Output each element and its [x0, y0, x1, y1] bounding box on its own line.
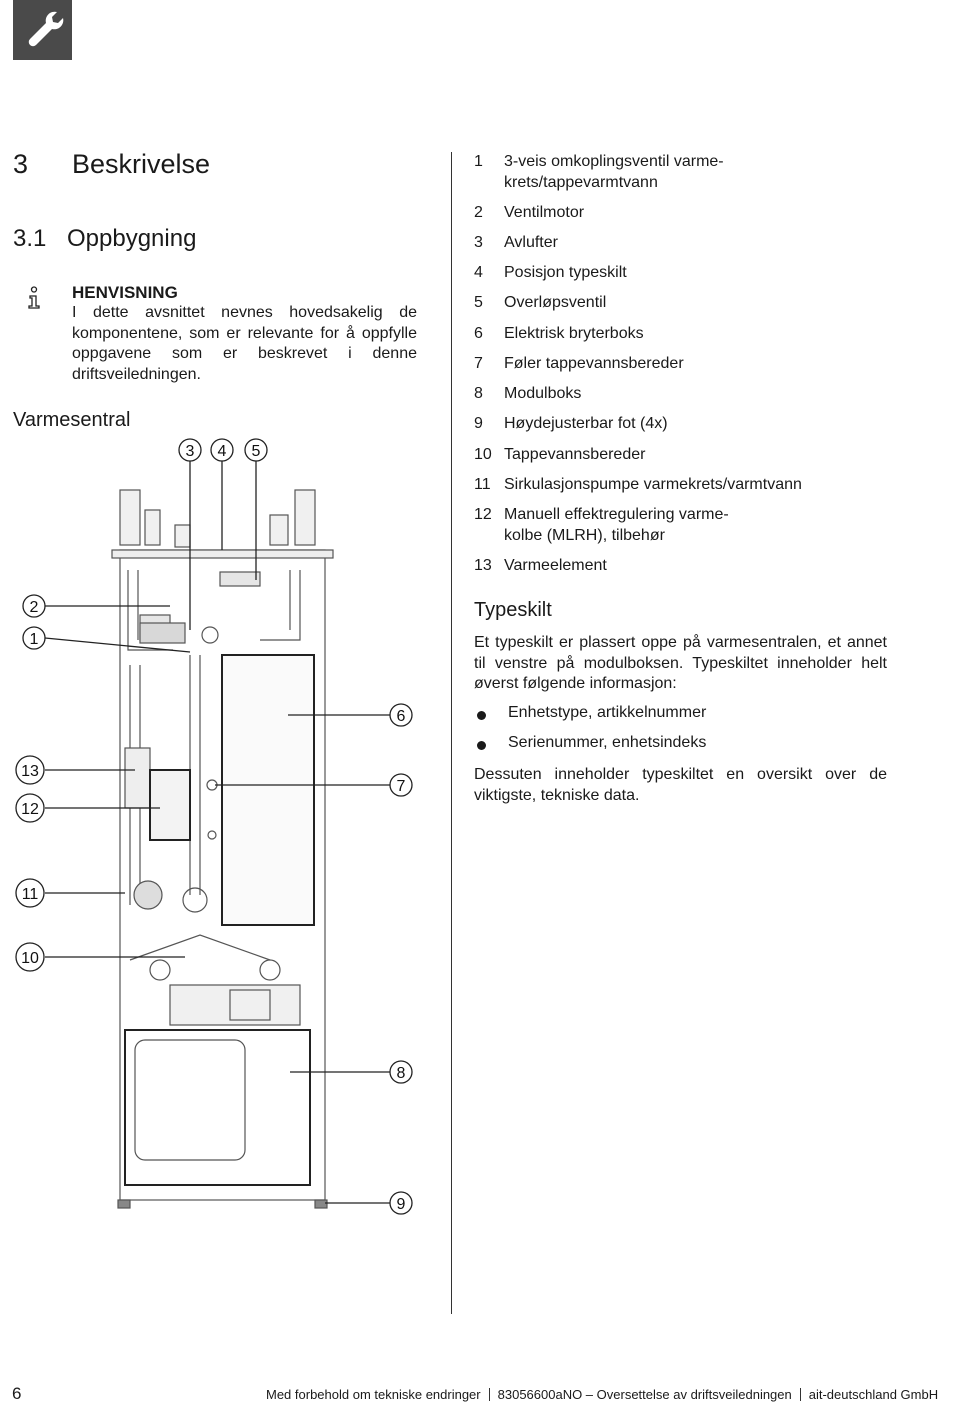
bullet-icon — [477, 741, 486, 750]
legend-number: 7 — [474, 355, 483, 372]
section-title: Oppbygning — [67, 225, 197, 252]
legend-text: Modulboks — [504, 385, 582, 402]
legend-text: Høydejusterbar fot (4x) — [504, 415, 668, 432]
callout-13: 13 — [15, 755, 45, 785]
legend-number: 10 — [474, 446, 492, 463]
heat-pump-diagram: 3 4 5 2 1 6 7 13 12 11 10 8 9 — [0, 430, 450, 1230]
callout-4: 4 — [210, 438, 234, 462]
page-number: 6 — [12, 1384, 22, 1403]
callout-1: 1 — [22, 626, 46, 650]
footer-company: ait-deutschland GmbH — [808, 1387, 939, 1402]
bullet-icon — [477, 711, 486, 720]
legend-number: 13 — [474, 557, 492, 574]
legend-number: 8 — [474, 385, 483, 402]
legend-text: Overløpsventil — [504, 294, 607, 311]
figure-label: Varmesentral — [13, 409, 131, 431]
legend-number: 6 — [474, 325, 483, 342]
legend-text: Elektrisk bryterboks — [504, 325, 644, 342]
typeskilt-intro: Et typeskilt er plassert oppe på varmese… — [474, 634, 887, 692]
legend-number: 11 — [474, 476, 491, 493]
legend-number: 4 — [474, 264, 483, 281]
note-body: I dette avsnittet nevnes hovedsakelig de… — [72, 304, 417, 383]
callout-12: 12 — [15, 793, 45, 823]
legend-text: Føler tappevannsbereder — [504, 355, 684, 372]
svg-text:10: 10 — [21, 950, 39, 967]
footer-separator — [799, 1388, 801, 1401]
section-number: 3.1 — [13, 225, 47, 252]
svg-text:3: 3 — [186, 443, 195, 460]
callout-6: 6 — [389, 703, 413, 727]
legend-number: 5 — [474, 294, 483, 311]
svg-text:12: 12 — [21, 801, 39, 818]
legend-number: 12 — [474, 506, 492, 523]
info-icon — [28, 286, 42, 315]
svg-text:11: 11 — [22, 886, 39, 903]
footer: Med forbehold om tekniske endringer 83056… — [266, 1387, 938, 1402]
chapter-number: 3 — [13, 149, 29, 179]
legend-text: Posisjon typeskilt — [504, 264, 627, 281]
note-title: HENVISNING — [72, 283, 178, 302]
footer-notice: Med forbehold om tekniske endringer — [266, 1387, 481, 1402]
legend-text: Tappevannsbereder — [504, 446, 646, 463]
svg-text:1: 1 — [30, 631, 39, 648]
legend-number: 9 — [474, 415, 483, 432]
callout-7: 7 — [389, 773, 413, 797]
callout-11: 11 — [15, 878, 45, 908]
svg-text:9: 9 — [397, 1196, 406, 1213]
svg-text:8: 8 — [397, 1065, 406, 1082]
legend-text: Manuell effektregulering varme- — [504, 506, 729, 523]
legend-text: krets/tappevarmtvann — [504, 174, 658, 191]
svg-text:2: 2 — [30, 599, 39, 616]
legend-number: 3 — [474, 234, 483, 251]
legend-text: Avlufter — [504, 234, 558, 251]
column-divider — [451, 152, 453, 1314]
legend-text: Sirkulasjonspumpe varmekrets/varmtvann — [504, 476, 802, 493]
footer-doc-id: 83056600aNO – Oversettelse av driftsveil… — [497, 1387, 792, 1402]
bullet-text: Enhetstype, artikkelnummer — [508, 704, 707, 721]
chapter-title: Beskrivelse — [72, 149, 211, 179]
callout-10: 10 — [15, 942, 45, 972]
callout-3: 3 — [178, 438, 202, 462]
callout-2: 2 — [22, 594, 46, 618]
footer-separator — [488, 1388, 490, 1401]
bullet-text: Serienummer, enhetsindeks — [508, 734, 707, 751]
svg-text:7: 7 — [397, 778, 406, 795]
typeskilt-heading: Typeskilt — [474, 599, 552, 621]
svg-text:6: 6 — [397, 708, 406, 725]
legend-text: 3-veis omkoplingsventil varme- — [504, 153, 724, 170]
callout-5: 5 — [244, 438, 268, 462]
legend-number: 2 — [474, 204, 483, 221]
callout-9: 9 — [389, 1191, 413, 1215]
svg-text:13: 13 — [21, 763, 39, 780]
legend-text: Varmeelement — [504, 557, 607, 574]
typeskilt-outro: Dessuten inneholder typeskiltet en overs… — [474, 766, 887, 804]
svg-text:4: 4 — [218, 443, 227, 460]
legend-text: kolbe (MLRH), tilbehør — [504, 527, 665, 544]
legend-text: Ventilmotor — [504, 204, 585, 221]
wrench-icon — [13, 0, 72, 60]
callout-8: 8 — [389, 1060, 413, 1084]
svg-text:5: 5 — [252, 443, 261, 460]
legend-number: 1 — [474, 153, 483, 170]
